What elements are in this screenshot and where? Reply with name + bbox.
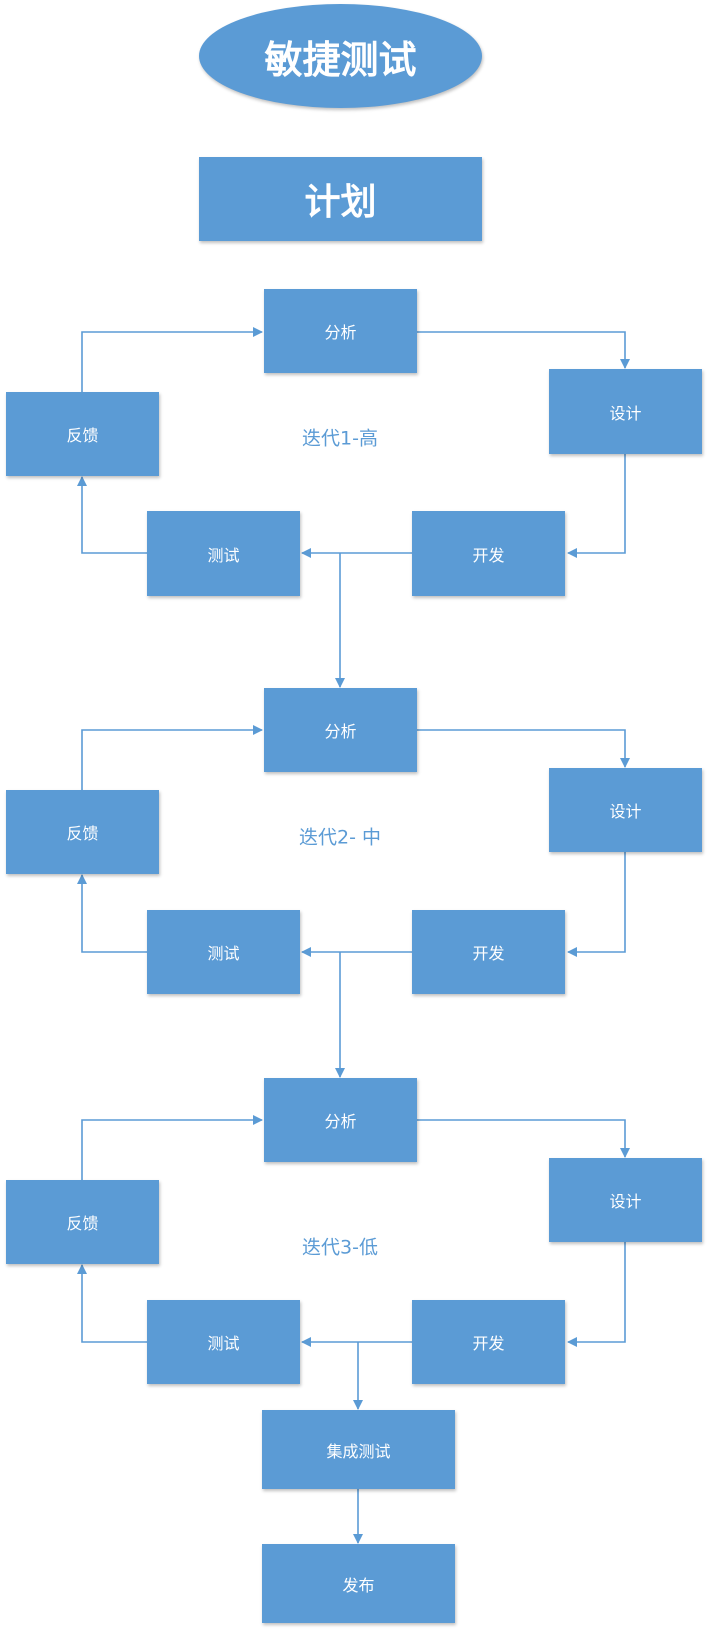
release-node: 发布 bbox=[262, 1544, 455, 1623]
analysis-node-2: 分析 bbox=[264, 688, 417, 772]
arrow-feedback-to-analysis-1 bbox=[81, 327, 263, 392]
arrow-analysis-to-design-1 bbox=[417, 331, 630, 369]
analysis-node-3: 分析 bbox=[264, 1078, 417, 1162]
feedback-node-2: 反馈 bbox=[6, 790, 159, 874]
integration-test-node: 集成测试 bbox=[262, 1410, 455, 1489]
arrow-design-to-develop-3 bbox=[567, 1242, 626, 1347]
design-node-2: 设计 bbox=[549, 768, 702, 852]
arrow-test-to-feedback-1 bbox=[77, 476, 147, 554]
feedback-node-3: 反馈 bbox=[6, 1180, 159, 1264]
test-node-3: 测试 bbox=[147, 1300, 300, 1384]
arrow-test-to-feedback-2 bbox=[77, 874, 147, 953]
test-node-2: 测试 bbox=[147, 910, 300, 994]
arrow-feedback-to-analysis-3 bbox=[81, 1115, 263, 1180]
arrow-test-to-feedback-3 bbox=[77, 1264, 147, 1343]
develop-node-1: 开发 bbox=[412, 511, 565, 596]
iteration-label-3: 迭代3-低 bbox=[302, 1236, 378, 1259]
arrow-design-to-develop-2 bbox=[567, 852, 626, 957]
plan-box: 计划 bbox=[199, 157, 482, 241]
arrow-feedback-to-analysis-2 bbox=[81, 725, 263, 790]
title-ellipse: 敏捷测试 bbox=[199, 4, 482, 108]
arrow-analysis-to-design-2 bbox=[417, 729, 630, 768]
design-node-3: 设计 bbox=[549, 1158, 702, 1242]
design-node-1: 设计 bbox=[549, 369, 702, 454]
arrow-design-to-develop-1 bbox=[567, 454, 626, 558]
test-node-1: 测试 bbox=[147, 511, 300, 596]
arrow-analysis-to-design-3 bbox=[417, 1119, 630, 1158]
feedback-node-1: 反馈 bbox=[6, 392, 159, 476]
develop-node-3: 开发 bbox=[412, 1300, 565, 1384]
iteration-label-2: 迭代2- 中 bbox=[299, 826, 381, 849]
develop-node-2: 开发 bbox=[412, 910, 565, 994]
analysis-node-1: 分析 bbox=[264, 289, 417, 373]
iteration-label-1: 迭代1-高 bbox=[302, 427, 378, 450]
